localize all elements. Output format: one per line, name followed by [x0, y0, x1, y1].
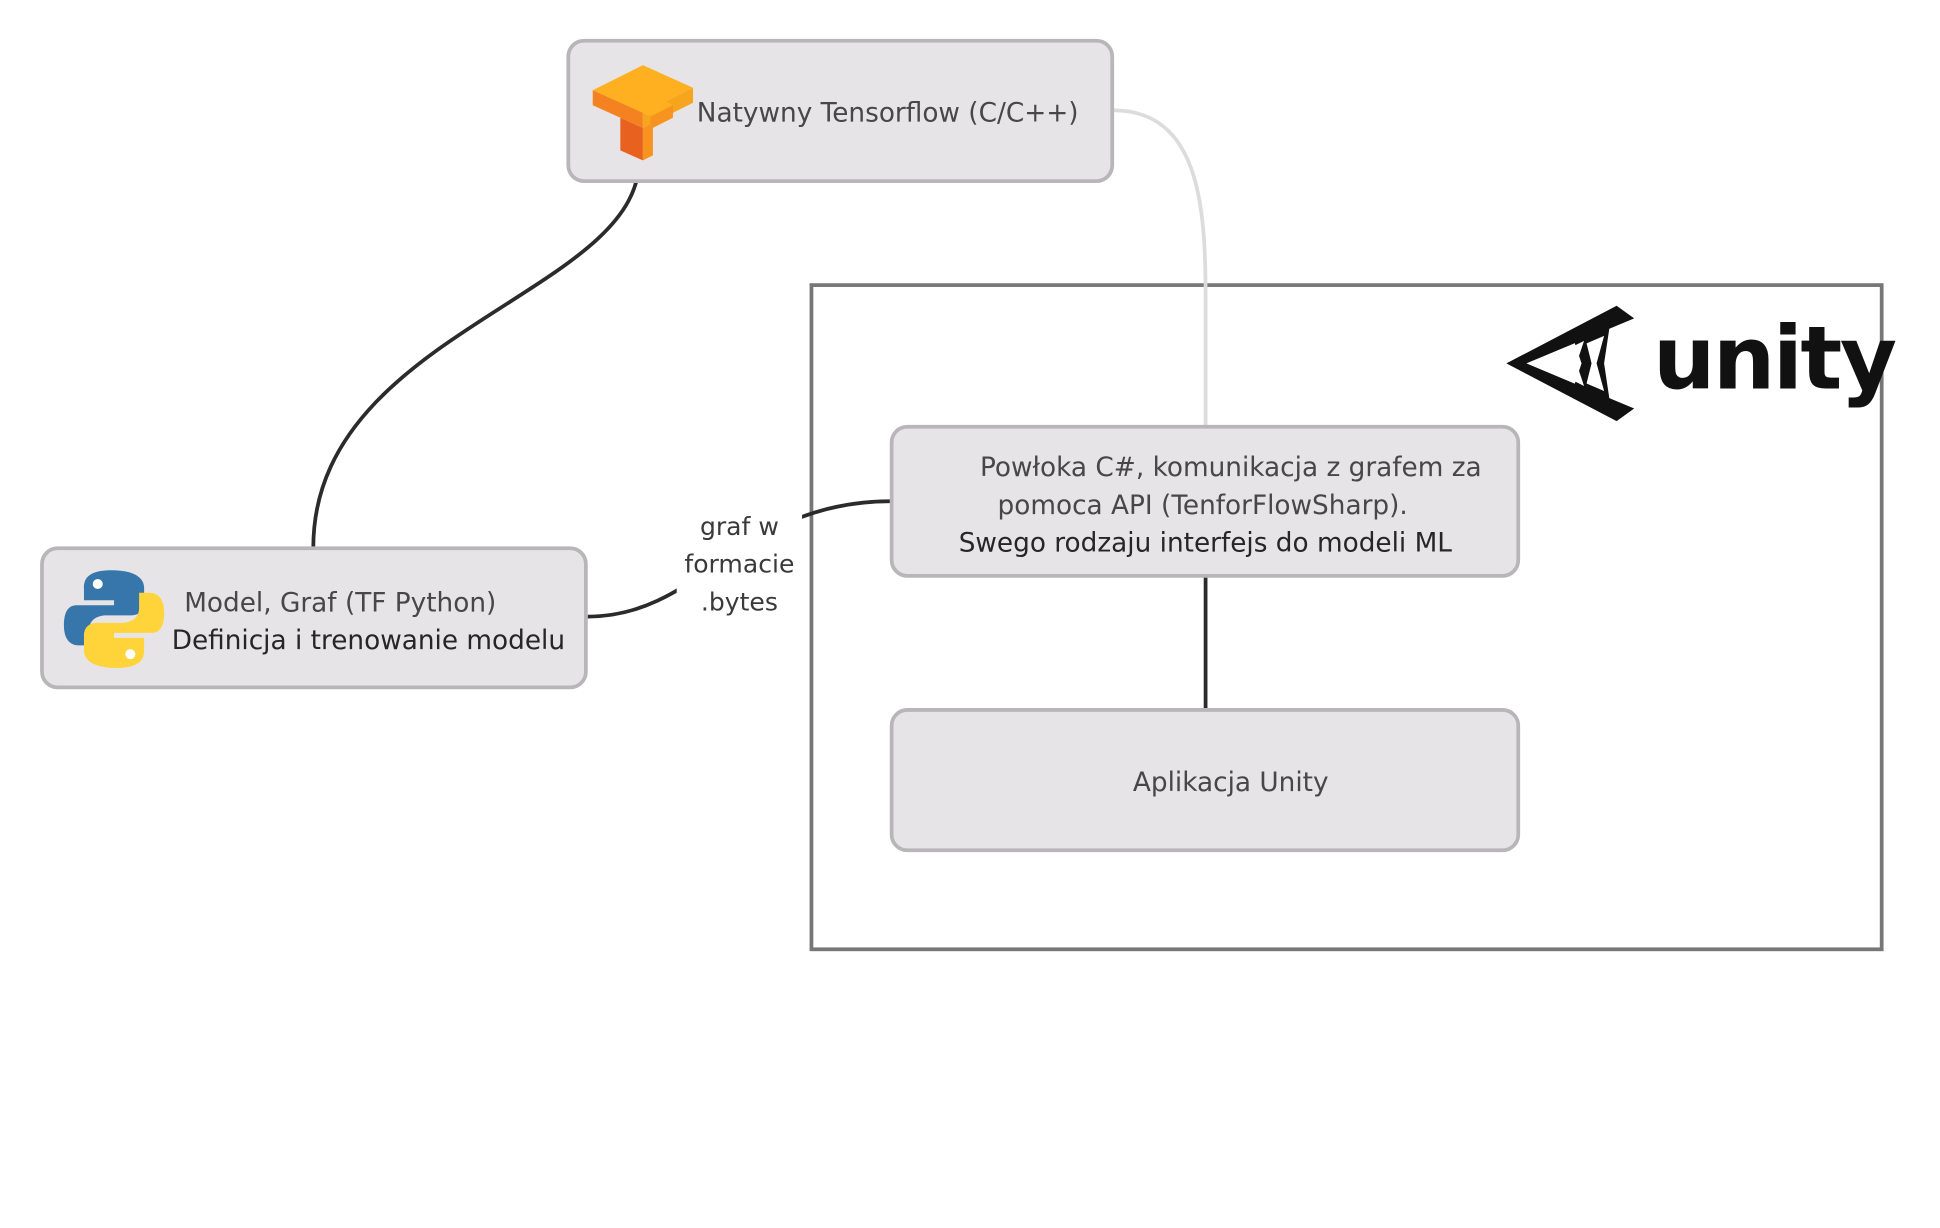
edge-label-line-2: formacie [684, 548, 795, 579]
node-csharp-wrapper[interactable]: Powłoka C#, komunikacja z grafem za pomo… [889, 424, 1521, 578]
edge-label-line-1: graf w [699, 511, 779, 542]
unity-wordmark: unity [1652, 307, 1897, 410]
unity-logo-icon [1506, 305, 1635, 422]
edge-tensorflow-python [311, 160, 642, 548]
tensorflow-node-label: Natywny Tensorflow (C/C++) [696, 97, 1079, 128]
wrapper-node-line-3: Swego rodzaju interfejs do modeli ML [958, 527, 1452, 558]
wrapper-node-line-1: Powłoka C#, komunikacja z grafem za [980, 452, 1482, 483]
edge-label-line-3: .bytes [700, 586, 778, 617]
unity-group-frame [809, 283, 1884, 952]
node-python-model[interactable]: Model, Graf (TF Python) Definicja i tren… [40, 546, 588, 690]
python-node-subtitle: Definicja i trenowanie modelu [171, 625, 566, 656]
python-node-title: Model, Graf (TF Python) [184, 587, 497, 618]
unity-app-node-label: Aplikacja Unity [1132, 766, 1329, 798]
node-native-tensorflow[interactable]: Natywny Tensorflow (C/C++) [566, 38, 1115, 183]
python-logo-icon [63, 570, 165, 668]
edge-tensorflow-wrapper [1112, 108, 1208, 427]
tensorflow-logo-icon [592, 65, 694, 161]
edge-label-graph-format: graf w formacie .bytes [676, 507, 803, 621]
node-unity-application[interactable]: Aplikacja Unity [889, 708, 1521, 853]
wrapper-node-line-2: pomoca API (TenforFlowSharp). [997, 490, 1408, 521]
